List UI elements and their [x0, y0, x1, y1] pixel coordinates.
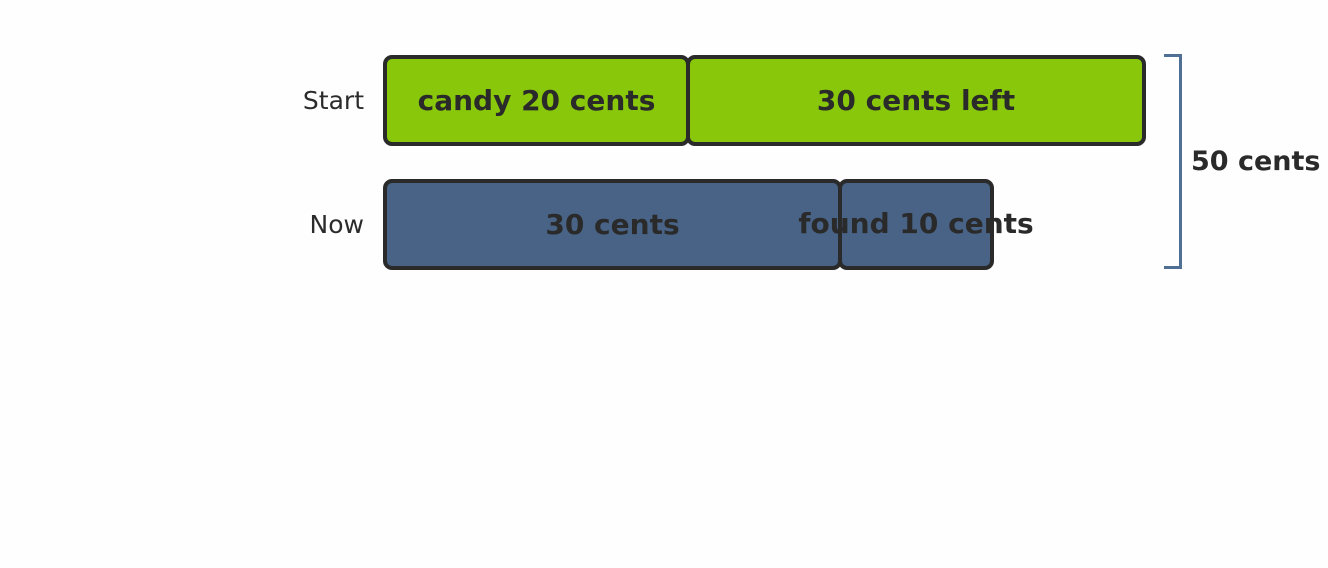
segment-label: 30 cents left — [816, 84, 1016, 117]
now-segment-found — [838, 179, 994, 270]
now-segment-thirty: 30 cents — [383, 179, 842, 270]
start-segment-candy: candy 20 cents — [383, 55, 690, 146]
total-bracket — [1164, 54, 1182, 269]
total-label: 50 cents — [1191, 146, 1321, 177]
segment-label: candy 20 cents — [417, 84, 656, 117]
segment-label: 30 cents — [545, 208, 680, 241]
start-segment-left: 30 cents left — [686, 55, 1146, 146]
segment-label-found: found 10 cents — [798, 207, 1034, 240]
row-label-start: Start — [302, 86, 364, 115]
row-label-now: Now — [309, 210, 364, 239]
